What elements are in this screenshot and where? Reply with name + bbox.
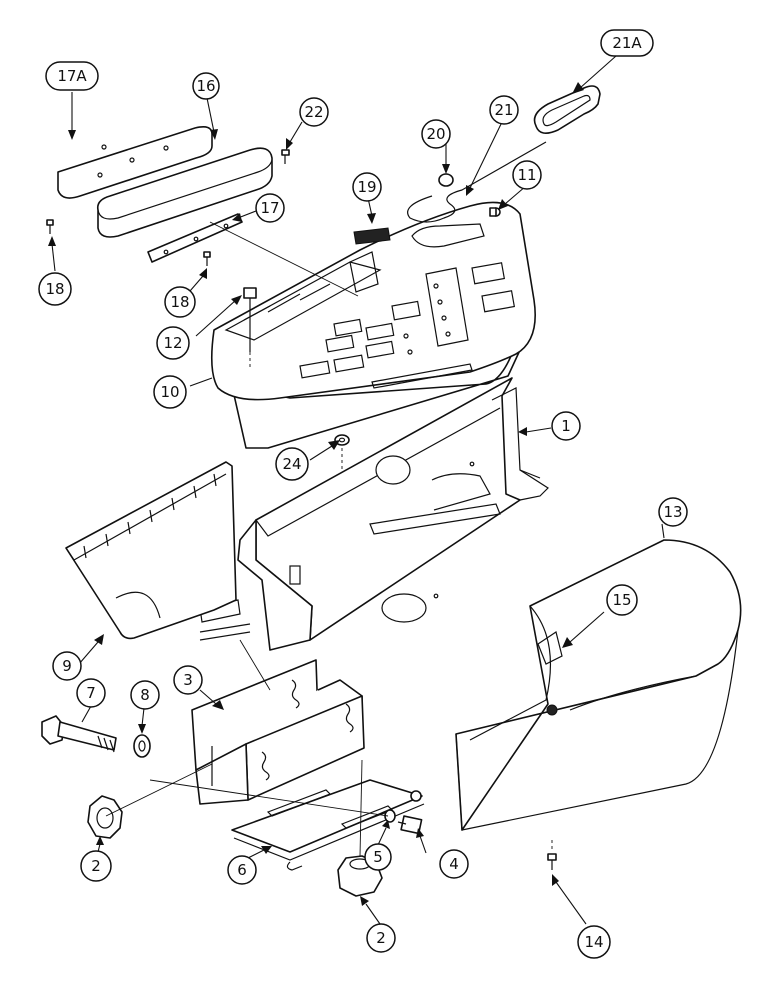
callout-12-label: 12: [163, 334, 182, 352]
callout-16: 16: [192, 72, 220, 100]
callout-17-label: 17: [260, 199, 279, 217]
callout-4: 4: [439, 849, 469, 879]
callout-3-label: 3: [183, 671, 193, 689]
callout-1: 1: [551, 411, 581, 441]
callout-18-left-label: 18: [45, 280, 64, 298]
part-14-screw: [547, 853, 557, 870]
callout-22: 22: [299, 97, 329, 127]
callout-14: 14: [577, 925, 611, 959]
callout-7: 7: [76, 678, 106, 708]
callout-20: 20: [421, 119, 451, 149]
callout-15: 15: [606, 584, 638, 616]
callout-21-label: 21: [494, 101, 513, 119]
callout-2-left-label: 2: [91, 857, 101, 875]
part-13-rear-shroud: [455, 539, 742, 831]
part-20-knob: [438, 173, 454, 187]
callout-22-label: 22: [304, 103, 323, 121]
callout-21a: 21A: [600, 29, 654, 57]
part-1-support-frame: [199, 377, 549, 651]
callout-2-bottom: 2: [366, 923, 396, 953]
callout-18-bracket: 18: [164, 286, 196, 318]
part-9-side-cover: [65, 461, 237, 640]
callout-21a-label: 21A: [612, 34, 642, 52]
part-6-base-plate: [231, 779, 425, 871]
callout-5: 5: [364, 843, 392, 871]
callout-21: 21: [489, 95, 519, 125]
part-21-cable: [407, 141, 547, 223]
callout-24: 24: [275, 447, 309, 481]
part-22-screw: [281, 149, 290, 164]
callout-24-label: 24: [282, 455, 301, 473]
part-17a-armrest-plate: [57, 126, 213, 199]
callout-19-label: 19: [357, 178, 376, 196]
callout-6-label: 6: [237, 861, 247, 879]
callout-5-label: 5: [373, 848, 383, 866]
callout-10-label: 10: [160, 383, 179, 401]
callout-1-label: 1: [561, 417, 571, 435]
callout-13: 13: [658, 497, 688, 527]
callout-10: 10: [153, 375, 187, 409]
callout-11-label: 11: [517, 166, 536, 184]
callout-12: 12: [156, 326, 190, 360]
part-18-screw-left: [46, 219, 54, 234]
callout-2-left: 2: [80, 850, 112, 882]
callout-14-label: 14: [584, 933, 603, 951]
part-16-armrest-pad: [96, 147, 273, 238]
callout-9-label: 9: [62, 657, 72, 675]
callout-6: 6: [227, 855, 257, 885]
part-4-bolt: [397, 815, 423, 835]
callout-16-label: 16: [196, 77, 215, 95]
alignment-lines: [105, 221, 553, 857]
leader-lines: [48, 55, 665, 925]
callout-19: 19: [352, 172, 382, 202]
callout-13-label: 13: [663, 503, 682, 521]
callout-17a-label: 17A: [57, 67, 87, 85]
part-10-console-housing: [210, 201, 536, 449]
part-3-tilt-bracket: [191, 659, 365, 805]
callout-4-label: 4: [449, 855, 459, 873]
callout-2-bottom-label: 2: [376, 929, 386, 947]
callout-17a: 17A: [45, 61, 99, 91]
callout-17: 17: [255, 193, 285, 223]
callout-18-bracket-label: 18: [170, 293, 189, 311]
callout-15-label: 15: [612, 591, 631, 609]
part-21a-gasket: [533, 85, 601, 134]
callout-8: 8: [130, 680, 160, 710]
part-12-bolt: [243, 287, 257, 370]
part-18-screw-bracket: [203, 251, 211, 266]
callout-7-label: 7: [86, 684, 96, 702]
callout-9: 9: [52, 651, 82, 681]
part-19-insert: [353, 227, 391, 245]
callout-20-label: 20: [426, 125, 445, 143]
callout-11: 11: [512, 160, 542, 190]
part-7-bolt: [41, 715, 117, 753]
callout-3: 3: [173, 665, 203, 695]
part-8-washer: [133, 734, 151, 758]
callout-8-label: 8: [140, 686, 150, 704]
part-2-knob-left: [87, 795, 123, 839]
callout-18-left: 18: [38, 272, 72, 306]
